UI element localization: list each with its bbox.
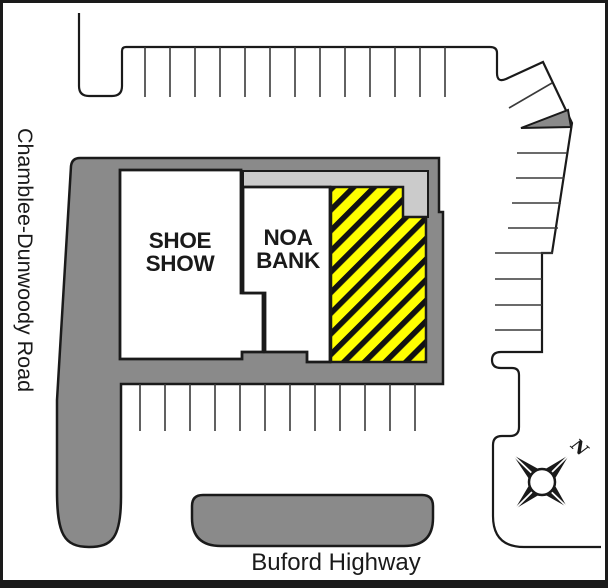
unit-shoe-show — [118, 168, 265, 361]
available-unit-hatched — [329, 185, 428, 364]
top-parking-spaces — [144, 47, 446, 97]
frame-bottom-bar — [0, 580, 608, 588]
site-curb-line — [77, 13, 601, 549]
curb-island-triangle — [520, 108, 573, 129]
right-parking-spaces — [495, 82, 567, 331]
tenant-label-noa-bank-line2: BANK — [256, 248, 321, 273]
tenant-label-shoe-show-line1: SHOE — [149, 228, 212, 253]
bottom-parking-spaces — [139, 384, 416, 431]
median-island — [190, 493, 435, 548]
compass-center — [527, 467, 557, 497]
angled-parking-space-line — [508, 82, 553, 109]
road-label-bottom: Buford Highway — [251, 549, 420, 576]
road-label-left: Chamblee-Dunwoody Road — [13, 128, 37, 392]
tenant-label-shoe-show-line2: SHOW — [146, 251, 216, 276]
tenant-label-noa-bank-line1: NOA — [263, 225, 312, 250]
